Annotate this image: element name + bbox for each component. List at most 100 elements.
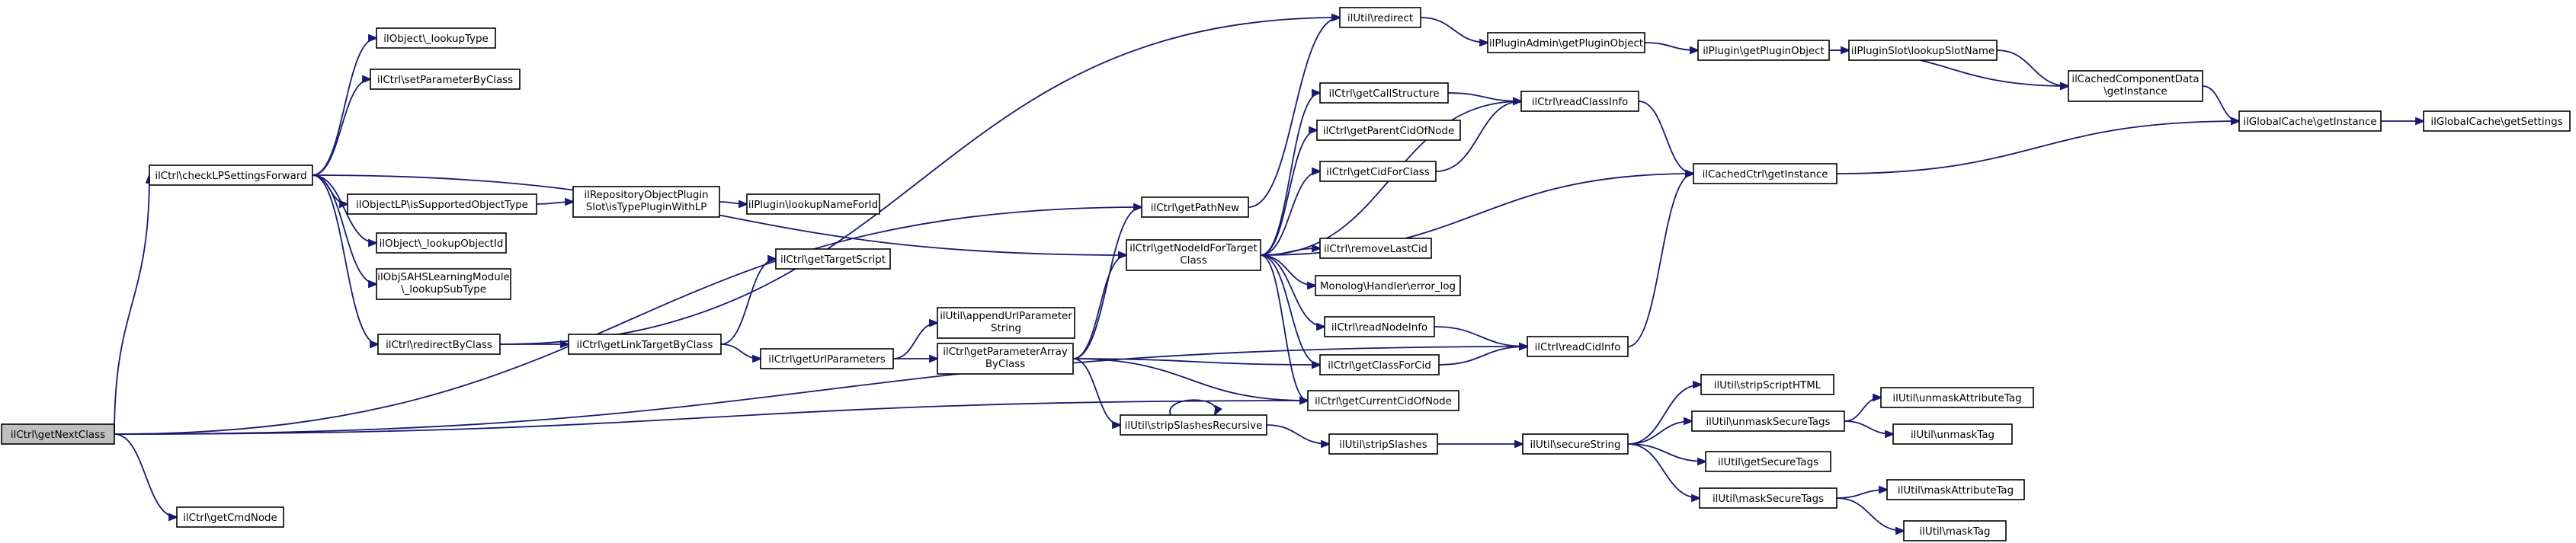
node-unmask-secure-tags[interactable]: ilUtil\unmaskSecureTags [1691,410,1845,432]
node-label: ilUtil\maskSecureTags [1713,493,1824,505]
node-label: ilCtrl\getNextClass [11,430,105,441]
edge-get-param-array-to-get-node-id [1072,251,1129,359]
node-label: ilUtil\stripScriptHTML [1714,380,1821,391]
node-mask-tag[interactable]: ilUtil\maskTag [1903,520,2007,541]
node-plugin-admin[interactable]: ilPluginAdmin\getPluginObject [1487,32,1645,53]
node-set-param[interactable]: ilCtrl\setParameterByClass [370,69,521,90]
node-get-settings[interactable]: ilGlobalCache\getSettings [2423,110,2571,132]
node-label: ilCtrl\checkLPSettingsForward [155,171,306,182]
node-get-call-structure[interactable]: ilCtrl\getCallStructure [1319,82,1449,104]
node-get-parent-cid[interactable]: ilCtrl\getParentCidOfNode [1316,120,1461,141]
edge-read-cid-info-to-cached-ctrl [1627,169,1696,347]
node-get-path-new[interactable]: ilCtrl\getPathNew [1141,196,1249,218]
node-global-cache[interactable]: ilGlobalCache\getInstance [2238,110,2382,132]
node-repo-plugin[interactable]: ilRepositoryObjectPluginSlot\isTypePlugi… [572,186,720,218]
node-cached-ctrl[interactable]: ilCachedCtrl\getInstance [1693,163,1837,184]
node-read-cid-info[interactable]: ilCtrl\readCidInfo [1527,336,1629,357]
node-box [1339,7,1421,28]
edge-secure-string-to-strip-script-html [1627,380,1703,445]
node-lookup-type[interactable]: ilObject\_lookupType [376,27,496,49]
node-box [1141,196,1249,218]
node-get-class-for-cid[interactable]: ilCtrl\getClassForCid [1319,354,1440,375]
node-lp-supported[interactable]: ilObjectLP\isSupportedObjectType [347,193,537,215]
node-label: ilCtrl\getParameterArray [943,347,1068,358]
node-label: ilUtil\stripSlashes [1339,439,1427,451]
node-box [572,186,720,218]
node-get-url-params[interactable]: ilCtrl\getUrlParameters [760,348,894,369]
node-cached-comp[interactable]: ilCachedComponentData\getInstance [2068,70,2203,102]
node-mask-attr-tag[interactable]: ilUtil\maskAttributeTag [1886,479,2025,500]
node-redirect[interactable]: ilUtil\redirect [1339,7,1421,28]
node-read-class-info[interactable]: ilCtrl\readClassInfo [1520,91,1639,112]
node-get-secure-tags[interactable]: ilUtil\getSecureTags [1705,451,1831,472]
node-check-lp[interactable]: ilCtrl\checkLPSettingsForward [149,164,313,186]
edge-check-lp-to-lookup-type [312,34,379,176]
node-strip-slashes[interactable]: ilUtil\stripSlashes [1328,433,1438,455]
node-box [937,343,1074,375]
node-strip-script-html[interactable]: ilUtil\stripScriptHTML [1700,374,1834,395]
node-redirect-by-class[interactable]: ilCtrl\redirectByClass [377,334,501,355]
node-label: ilUtil\redirect [1347,13,1413,24]
node-box [2068,70,2203,102]
node-box [568,334,722,355]
node-label: ilCtrl\getCallStructure [1328,88,1439,100]
node-label: ilCachedComponentData [2071,74,2199,85]
edge-get-param-array-to-get-path-new [1072,203,1144,359]
node-box [1316,120,1461,141]
edge-get-link-target-to-get-target-script [720,254,778,345]
node-label: ilUtil\stripSlashesRecursive [1125,420,1263,432]
node-box [1693,163,1837,184]
node-label: ilCtrl\getUrlParameters [768,354,885,366]
node-lookup-obj-id[interactable]: ilObject\_lookupObjectId [376,232,507,254]
node-label: ilCtrl\getLinkTargetByClass [577,340,713,351]
edge-check-lp-to-lookup-obj-id [312,174,379,248]
node-box [2423,110,2571,132]
node-box [1319,354,1440,375]
node-get-cid-for-class[interactable]: ilCtrl\getCidForClass [1319,161,1437,182]
node-scorm[interactable]: ilObjSAHSLearningModule\_lookupSubType [376,268,511,300]
node-get-cmd-node[interactable]: ilCtrl\getCmdNode [176,506,284,528]
node-unmask-tag[interactable]: ilUtil\unmaskTag [1892,423,2013,445]
node-box [376,27,496,49]
node-box [1319,82,1449,104]
node-label: ilCachedCtrl\getInstance [1703,169,1828,180]
node-remove-last-cid[interactable]: ilCtrl\removeLastCid [1319,238,1432,259]
node-box [1307,390,1459,411]
node-label: ByClass [985,359,1025,370]
node-box [746,193,880,215]
edge-global-cache-to-get-settings [2381,117,2426,126]
node-label: ilPlugin\getPluginObject [1703,46,1825,57]
node-lookup-name-for-id[interactable]: ilPlugin\lookupNameForId [746,193,880,215]
node-monolog[interactable]: Monolog\Handler\error_log [1315,275,1461,296]
node-get-target-script[interactable]: ilCtrl\getTargetScript [775,248,891,270]
edge-strip-recursive-to-strip-slashes [1266,424,1331,449]
edge-mask-secure-tags-to-mask-attr-tag [1836,485,1889,499]
node-read-node-info[interactable]: ilCtrl\readNodeInfo [1324,316,1435,337]
node-mask-secure-tags[interactable]: ilUtil\maskSecureTags [1699,487,1837,509]
node-label: ilCtrl\setParameterByClass [377,75,513,86]
node-secure-string[interactable]: ilUtil\secureString [1522,433,1629,455]
node-box [1697,40,1830,61]
node-label: ilRepositoryObjectPlugin [584,190,708,201]
node-strip-recursive[interactable]: ilUtil\stripSlashesRecursive [1120,414,1267,436]
node-unmask-attr-tag[interactable]: ilUtil\unmaskAttributeTag [1880,387,2034,408]
node-box [370,69,521,90]
node-label: ilCtrl\readCidInfo [1535,342,1621,353]
node-plugin-slot[interactable]: ilPluginSlot\lookupSlotName [1848,40,1998,61]
node-get-link-target[interactable]: ilCtrl\getLinkTargetByClass [568,334,722,355]
edge-root-to-get-cmd-node [114,433,179,522]
edge-get-link-target-to-get-url-params [720,343,763,363]
node-box [1886,479,2025,500]
node-box [1120,414,1267,436]
node-label: Slot\isTypePluginWithLP [586,202,707,213]
node-plugin-obj[interactable]: ilPlugin\getPluginObject [1697,40,1830,61]
node-label: ilCtrl\getParentCidOfNode [1323,126,1454,137]
node-get-current-cid[interactable]: ilCtrl\getCurrentCidOfNode [1307,390,1459,411]
node-root[interactable]: ilCtrl\getNextClass [1,423,115,445]
node-box [376,232,507,254]
node-label: ilCtrl\readClassInfo [1532,97,1629,108]
edge-cached-ctrl-to-global-cache [1836,117,2241,174]
